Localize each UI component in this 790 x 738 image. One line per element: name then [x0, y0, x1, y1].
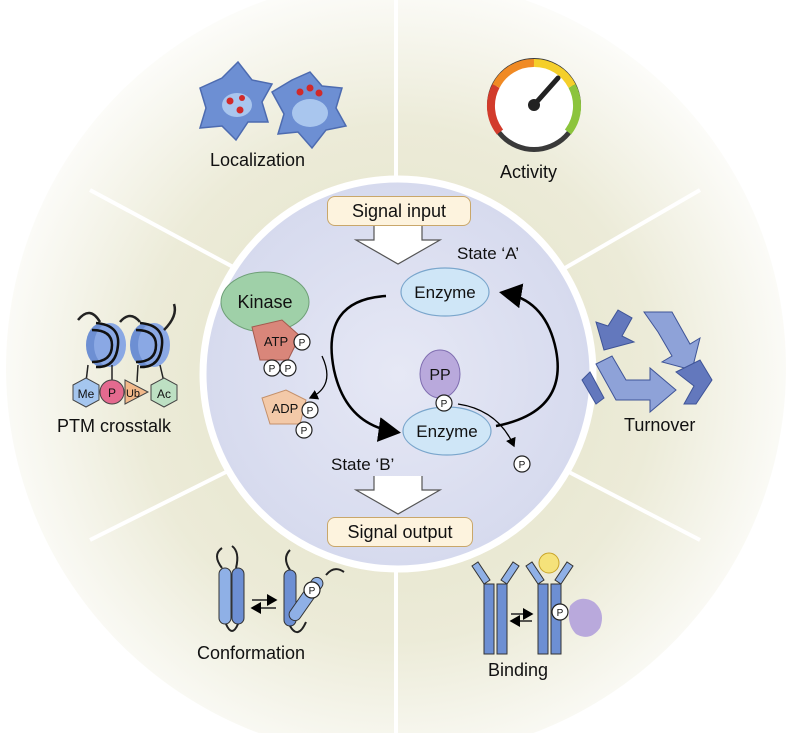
binding-receptors-icon — [471, 552, 602, 655]
sector-dividers — [89, 0, 702, 733]
inner-circle — [199, 175, 597, 573]
ptm-p-label: P — [108, 386, 116, 400]
binding-phospho-label: P — [557, 608, 564, 619]
ptm-ub-label: Ub — [126, 388, 140, 400]
enzyme-b-label: Enzyme — [416, 422, 477, 441]
enzyme-b-phospho-label: P — [441, 399, 448, 410]
activity-label: Activity — [500, 162, 558, 182]
adp-phospho-2-label: P — [301, 426, 308, 437]
free-phospho — [513, 455, 531, 473]
state-b-label: State ‘B’ — [331, 455, 395, 474]
localization-label: Localization — [210, 150, 306, 170]
conformation-phospho-label: P — [309, 586, 316, 597]
turnover-label: Turnover — [624, 415, 696, 435]
ptm-crosstalk-label: PTM crosstalk — [57, 416, 172, 436]
signal-input-box: Signal input — [327, 196, 471, 226]
cycle-arrow-right — [495, 283, 559, 428]
ptm-ac-label: Ac — [157, 387, 171, 401]
adp-phospho-1-label: P — [307, 406, 314, 417]
cycle-arrow-left — [330, 294, 401, 442]
atp-phospho-2-label: P — [285, 364, 292, 375]
atp-phospho-3-label: P — [269, 364, 276, 375]
atp-phospho-3 — [263, 359, 281, 377]
ptm-me-label: Me — [78, 387, 95, 401]
phosphate-release-arrow — [457, 403, 516, 448]
localization-cells-icon — [198, 60, 348, 150]
atp-phospho-1 — [293, 333, 311, 351]
pp-label: PP — [429, 367, 450, 384]
atp-to-adp-arrow — [308, 355, 328, 400]
signal-output-box: Signal output — [327, 517, 473, 547]
activity-gauge-icon — [486, 58, 582, 152]
ptm-nucleosomes-icon — [72, 303, 178, 408]
state-a-label: State ‘A’ — [457, 244, 520, 263]
enzyme-a-label: Enzyme — [414, 283, 475, 302]
atp-label: ATP — [264, 334, 288, 349]
atp-shape — [251, 319, 301, 361]
enzyme-a-shape — [400, 267, 490, 317]
adp-phospho-1 — [301, 401, 319, 419]
conformation-label: Conformation — [197, 643, 306, 663]
signal-output-arrow — [353, 476, 443, 515]
kinase-label: Kinase — [237, 292, 292, 312]
adp-label: ADP — [272, 401, 299, 416]
atp-phospho-1-label: P — [299, 338, 306, 349]
binding-label: Binding — [488, 660, 549, 680]
conformation-helices-icon — [216, 545, 345, 633]
free-phospho-label: P — [519, 460, 526, 471]
recycle-icon — [581, 309, 713, 414]
adp-phospho-2 — [295, 421, 313, 439]
signal-input-arrow — [353, 226, 443, 265]
enzyme-b-phospho — [435, 394, 453, 412]
